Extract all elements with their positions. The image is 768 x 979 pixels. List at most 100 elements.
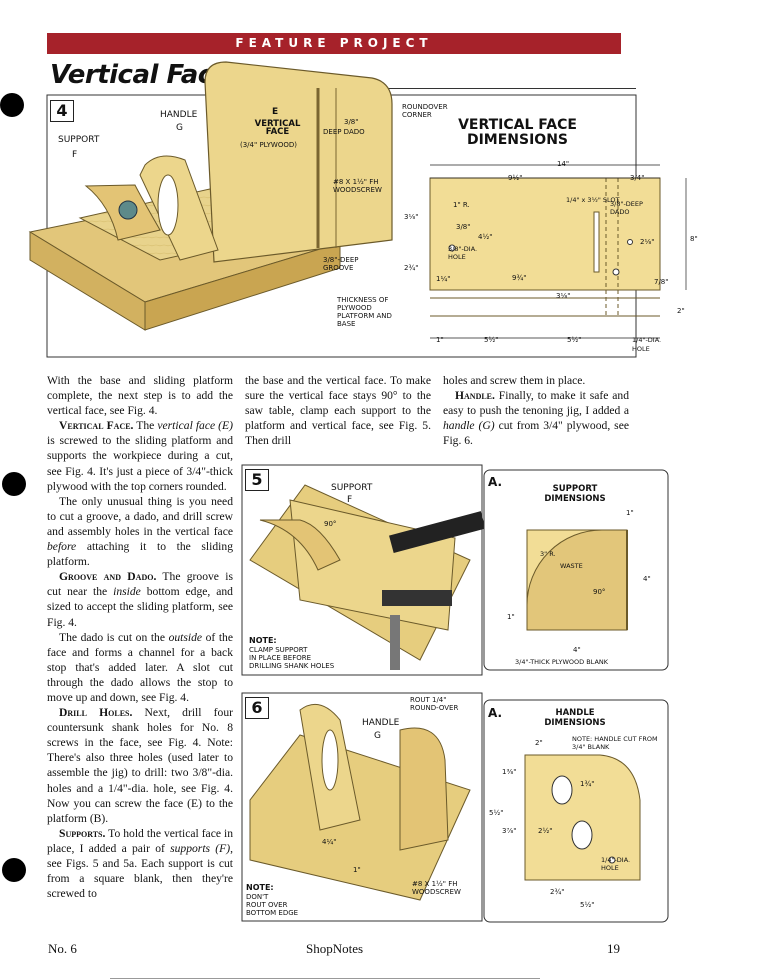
- paragraph-text: Next, drill four countersunk shank holes…: [47, 706, 233, 825]
- dim-overall-width: 14": [557, 160, 570, 168]
- page-title: Vertical Face: [50, 60, 230, 90]
- paragraph-text: of the face and forms a channel for a ba…: [47, 630, 233, 704]
- paragraph-text: To hold the vertical face in place, I ad…: [47, 826, 233, 855]
- dim-radius: 1" R.: [453, 201, 470, 209]
- run-in-heading: Handle.: [455, 389, 495, 403]
- paragraph: Groove and Dado. The groove is cut near …: [47, 569, 233, 629]
- paragraph-text: is screwed to the sliding platform and s…: [47, 434, 233, 493]
- italic-text: inside: [113, 585, 141, 599]
- italic-text: vertical face (E): [157, 419, 233, 433]
- fig6a-note: NOTE: HANDLE CUT FROM 3/4" BLANK: [572, 735, 658, 751]
- footer-page-number: 19: [607, 941, 620, 956]
- text-column-1: With the base and sliding platform compl…: [47, 373, 233, 901]
- paragraph-text: The: [133, 419, 158, 433]
- dim-in-38: 3/8": [456, 223, 471, 231]
- dim-width-a: 9½": [508, 174, 523, 182]
- italic-text: outside: [168, 630, 203, 644]
- paragraph-text: The only unusual thing is you need to cu…: [47, 494, 233, 538]
- fig5-note-title: NOTE:: [249, 636, 277, 645]
- fig5-note-3: DRILLING SHANK HOLES: [249, 662, 335, 670]
- fig4-dado-size: 3/8": [344, 118, 359, 126]
- fig5-note-1: CLAMP SUPPORT: [249, 646, 308, 654]
- fig5a-title: SUPPORT DIMENSIONS: [544, 484, 606, 504]
- run-in-heading: Groove and Dado.: [59, 570, 157, 584]
- fig6-note-title: NOTE:: [246, 883, 274, 892]
- fig5-drawing: [241, 464, 669, 676]
- paragraph: Drill Holes. Next, drill four countersun…: [47, 705, 233, 826]
- fig6a-label: a.: [488, 706, 503, 720]
- dim-bottom: 2": [677, 307, 685, 315]
- dim-hole: 3/8"-DIA. HOLE: [448, 245, 478, 261]
- feature-banner: FEATURE PROJECT: [47, 33, 621, 54]
- paragraph-text: , see Figs. 5 and 5a. Each support is cu…: [47, 841, 233, 901]
- fig4-dimensions-title: VERTICAL FACE DIMENSIONS: [458, 117, 577, 148]
- fig4-screw: #8 x 1½" Fh WOODSCREW: [333, 178, 382, 194]
- paragraph: With the base and sliding platform compl…: [47, 373, 233, 418]
- text-column-2: the base and the vertical face. To make …: [245, 373, 431, 448]
- fig4-face-name: VERTICAL FACE: [254, 119, 301, 137]
- dim-412: 4½": [478, 233, 493, 241]
- dim-slot: 1/4" x 3½" SLOT: [566, 196, 620, 204]
- paragraph: Vertical Face. The vertical face (E) is …: [47, 418, 233, 493]
- paragraph-text: attaching it to the sliding platform.: [47, 540, 233, 569]
- fig4-deep-dado: DEEP DADO: [323, 128, 365, 136]
- paragraph-text: bottom edge, and sized to accept the sli…: [47, 585, 233, 629]
- fig5a-1left: 1": [507, 613, 515, 621]
- dim-height: 8": [690, 235, 698, 243]
- fig5-number: 5: [245, 469, 269, 491]
- fig6a-234: 2¾": [550, 888, 565, 896]
- run-in-heading: Supports.: [59, 826, 106, 840]
- fig6-number: 6: [245, 697, 269, 719]
- paragraph: The dado is cut on the outside of the fa…: [47, 630, 233, 705]
- dim-934: 9¾": [512, 274, 527, 282]
- fig5-support-label: SUPPORT: [331, 483, 373, 493]
- binder-hole: [0, 93, 24, 117]
- title-rule: [210, 88, 636, 89]
- footer-magazine: ShopNotes: [306, 941, 364, 956]
- fig6-drawing: [241, 692, 669, 923]
- fig6a-212: 2½": [538, 827, 553, 835]
- fig5-angle: 90°: [324, 520, 337, 528]
- fig5a-label: a.: [488, 475, 503, 489]
- dim-small-hole: 1/4"-DIA. HOLE: [632, 336, 662, 353]
- fig6a-hole: 1/4"-DIA. HOLE: [601, 856, 631, 872]
- dim-b512b: 5½": [567, 336, 582, 344]
- paragraph-text: With the base and sliding platform compl…: [47, 374, 233, 418]
- fig5a-1top: 1": [626, 509, 634, 517]
- run-in-heading: Vertical Face.: [59, 419, 134, 433]
- footer-issue: No. 6: [48, 941, 77, 956]
- fig6-handle-label: HANDLE: [362, 718, 400, 728]
- paragraph-text: The groove is cut near the: [47, 570, 233, 599]
- italic-text: handle (G): [443, 419, 495, 433]
- paragraph-text: Finally, to make it safe and easy to pus…: [443, 389, 629, 418]
- fig5a-waste: WASTE: [560, 562, 583, 570]
- fig5a-90: 90°: [593, 588, 606, 596]
- dim-b1: 1": [436, 336, 444, 344]
- paragraph: Handle. Finally, to make it safe and eas…: [443, 388, 629, 448]
- text-column-3: holes and screw them in place. Handle. F…: [443, 373, 629, 448]
- paragraph: Supports. To hold the vertical face in p…: [47, 826, 233, 901]
- fig5a-4bottom: 4": [573, 646, 581, 654]
- fig4-face-spec: (3/4" PLYWOOD): [240, 141, 297, 149]
- italic-text: before: [47, 540, 77, 554]
- dim-dado: 3/8"-DEEP DADO: [610, 200, 643, 216]
- fig6a-2: 2": [535, 739, 543, 747]
- fig4-roundover: ROUNDOVER CORNER: [402, 103, 448, 119]
- fig6a-title: HANDLE DIMENSIONS: [544, 708, 606, 728]
- fig6-rout: ROUT 1/4" ROUND-OVER: [410, 696, 459, 712]
- fig4-face-letter: E: [272, 107, 279, 117]
- fig6-note-1: DON'T: [246, 893, 269, 901]
- fig4-thickness: THICKNESS OF PLYWOOD PLATFORM AND BASE: [337, 296, 392, 328]
- dim-width-b: 3/4": [630, 174, 645, 182]
- dim-234: 2¾": [404, 264, 419, 272]
- paragraph: the base and the vertical face. To make …: [245, 374, 431, 448]
- paragraph-text: The dado is cut on the: [59, 630, 169, 644]
- fig6-handle-letter: G: [374, 731, 381, 741]
- fig4-groove: 3/8"-DEEP GROOVE: [323, 256, 359, 272]
- dim-78: 7/8": [654, 278, 669, 286]
- fig6-1: 1": [353, 866, 361, 874]
- paragraph-text: holes and screw them in place.: [443, 374, 586, 387]
- fig5-note-2: IN PLACE BEFORE: [249, 654, 312, 662]
- binder-hole: [2, 472, 26, 496]
- fig6a-138: 1⅜": [502, 768, 517, 776]
